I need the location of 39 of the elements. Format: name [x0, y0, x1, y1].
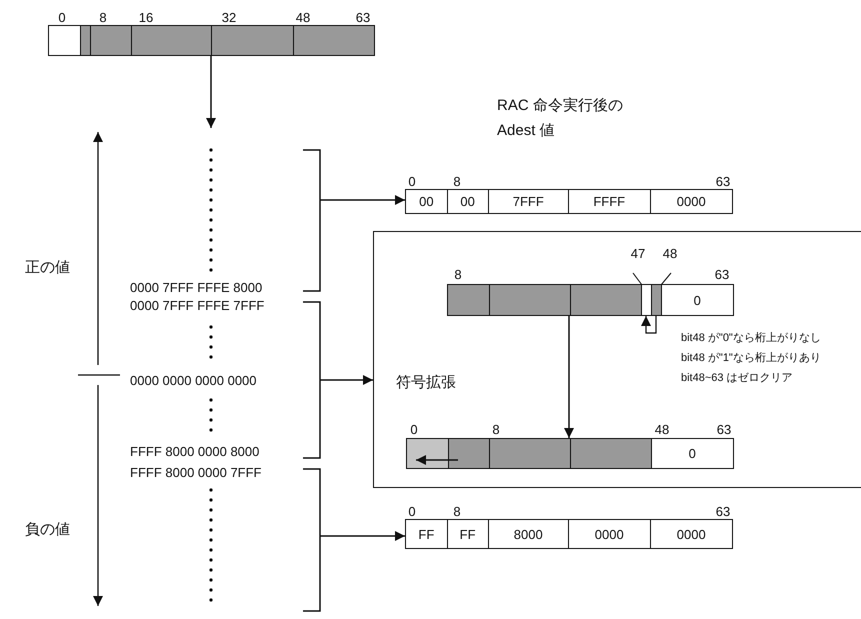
hex-value: 0000 7FFF FFFE 8000: [130, 280, 262, 295]
bit-number: 32: [222, 10, 236, 25]
bit-number: 63: [716, 504, 730, 519]
arrow: [320, 531, 405, 541]
bit-number: 47: [630, 246, 646, 261]
panel-title: 符号拡張: [396, 373, 456, 392]
note-text: bit48~63 はゼロクリア: [681, 371, 793, 386]
hex-value: FFFF 8000 0000 8000: [130, 444, 260, 459]
bit-number: 48: [296, 10, 310, 25]
range-label: 負の値: [25, 520, 70, 540]
bit-number: 63: [714, 267, 730, 282]
note-text: bit48 が"0"なら桁上がりなし: [681, 331, 821, 346]
bit-number: 8: [492, 422, 500, 437]
arrow: [641, 316, 657, 334]
arrow: [320, 195, 405, 205]
bit-number: 0: [408, 174, 416, 189]
arrow: [320, 375, 373, 385]
bit-number: 8: [453, 504, 461, 519]
bit-number: 8: [453, 174, 461, 189]
bit-number: 16: [138, 10, 154, 25]
hex-value: 0000 0000 0000 0000: [130, 373, 257, 388]
bit-number: 48: [654, 422, 670, 437]
bit-number: 0: [58, 10, 66, 25]
bit-number: 63: [716, 174, 730, 189]
bit-number: 0: [410, 422, 418, 437]
note-text: bit48 が"1"なら桁上がりあり: [681, 351, 821, 366]
bit-number: 63: [716, 422, 732, 437]
bit-number: 0: [408, 504, 416, 519]
hex-value: FFFF 8000 0000 7FFF: [130, 465, 262, 480]
bit-number: 8: [99, 10, 107, 25]
arrow: [564, 316, 574, 438]
arrow: [206, 56, 216, 128]
bit-number: 48: [662, 246, 678, 261]
hex-value: 0000 7FFF FFFE 7FFF: [130, 298, 264, 313]
result-heading: RAC 命令実行後の Adest 値: [497, 96, 624, 141]
bit-number: 63: [356, 10, 370, 25]
bit-number: 8: [454, 267, 462, 282]
range-label: 正の値: [25, 258, 70, 278]
sign-extension-panel: [373, 231, 861, 488]
